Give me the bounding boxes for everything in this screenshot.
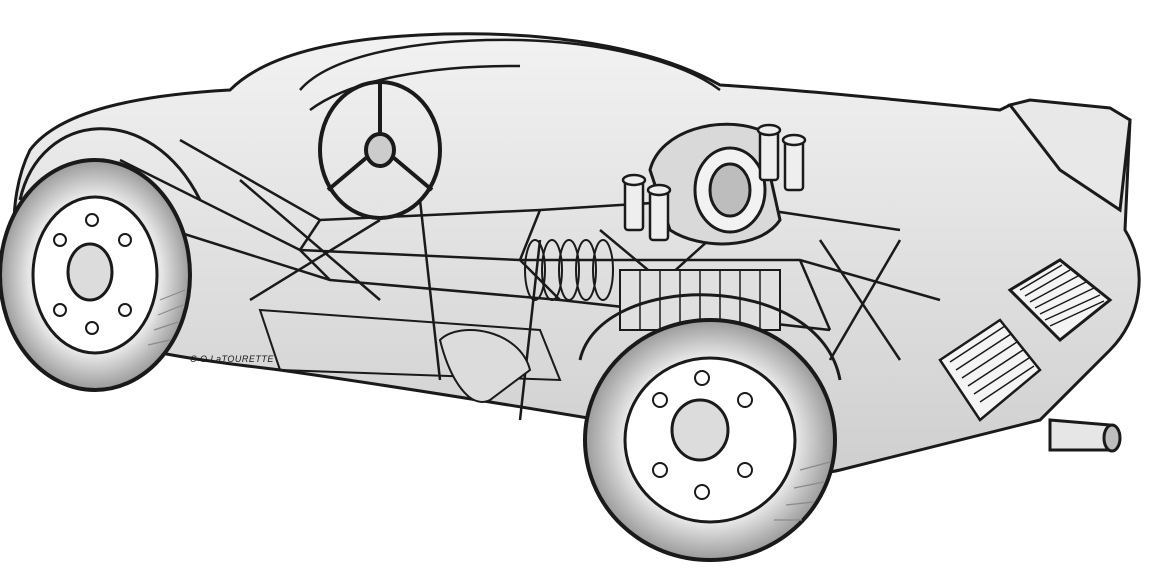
steering-wheel bbox=[318, 80, 442, 220]
tyre-tread bbox=[147, 289, 831, 521]
exhaust-pipe bbox=[1048, 418, 1122, 453]
windscreen bbox=[299, 38, 721, 112]
floor-pan bbox=[258, 308, 562, 403]
rear-grille bbox=[1007, 258, 1113, 343]
front-wheel bbox=[0, 158, 192, 392]
wheel-arches bbox=[18, 127, 842, 381]
side-grille bbox=[938, 318, 1042, 422]
tail-fin bbox=[1007, 98, 1132, 213]
engine bbox=[619, 122, 782, 331]
artist-signature: C O LaTOURETTE bbox=[190, 354, 274, 364]
carburettors bbox=[621, 123, 807, 242]
rear-wheel bbox=[583, 318, 837, 562]
cooling-coil bbox=[524, 239, 614, 301]
